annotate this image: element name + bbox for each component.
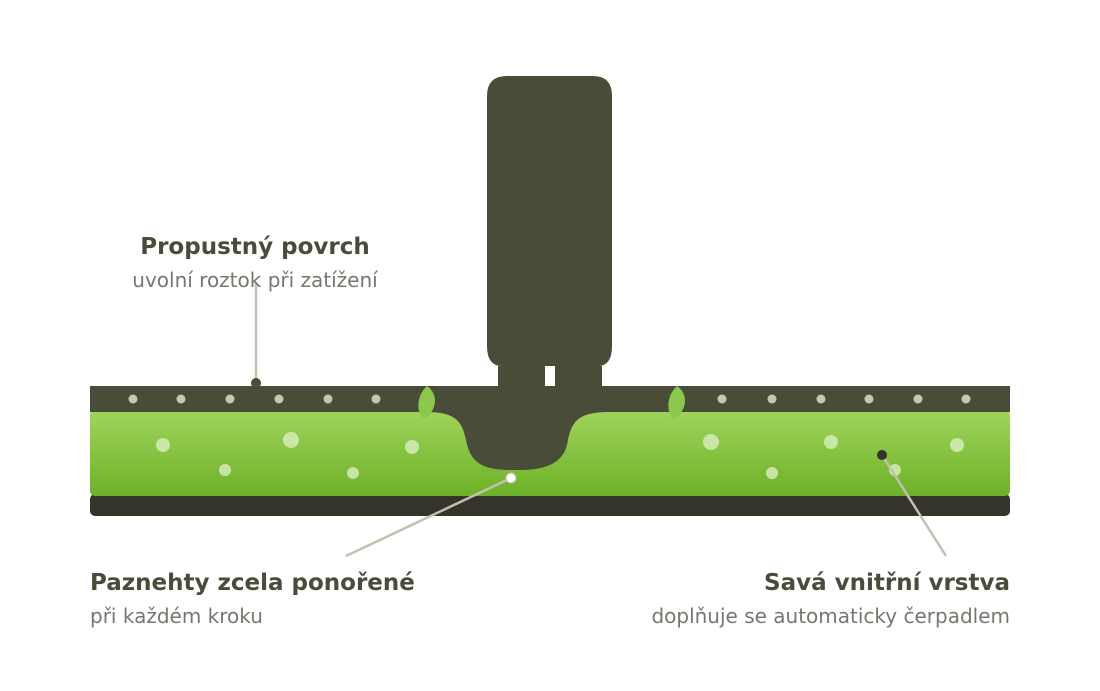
label-absorbent-layer-title: Savá vnitřní vrstva	[764, 570, 1010, 596]
permeable-surface	[90, 386, 1010, 470]
pointer-lines	[254, 282, 948, 558]
label-hooves-title: Paznehty zcela ponořené	[90, 570, 415, 596]
base-layer	[90, 494, 1010, 516]
surface-pores	[128, 394, 971, 404]
label-permeable-surface-title: Propustný povrch	[140, 234, 370, 260]
leaf-icon	[418, 386, 436, 419]
label-permeable-surface-subtitle: uvolní roztok při zatížení	[132, 268, 378, 292]
hoof-icon	[487, 76, 612, 388]
leaf-icon	[668, 386, 686, 419]
absorbent-bubbles	[156, 432, 964, 479]
label-permeable-surface: Propustný povrch uvolní roztok při zatíž…	[90, 233, 420, 293]
label-absorbent-layer: Savá vnitřní vrstva doplňuje se automati…	[651, 569, 1010, 629]
label-hooves: Paznehty zcela ponořené při každém kroku	[90, 569, 415, 629]
pointer-dots	[251, 378, 887, 484]
label-hooves-subtitle: při každém kroku	[90, 604, 263, 628]
label-absorbent-layer-subtitle: doplňuje se automaticky čerpadlem	[651, 604, 1010, 628]
